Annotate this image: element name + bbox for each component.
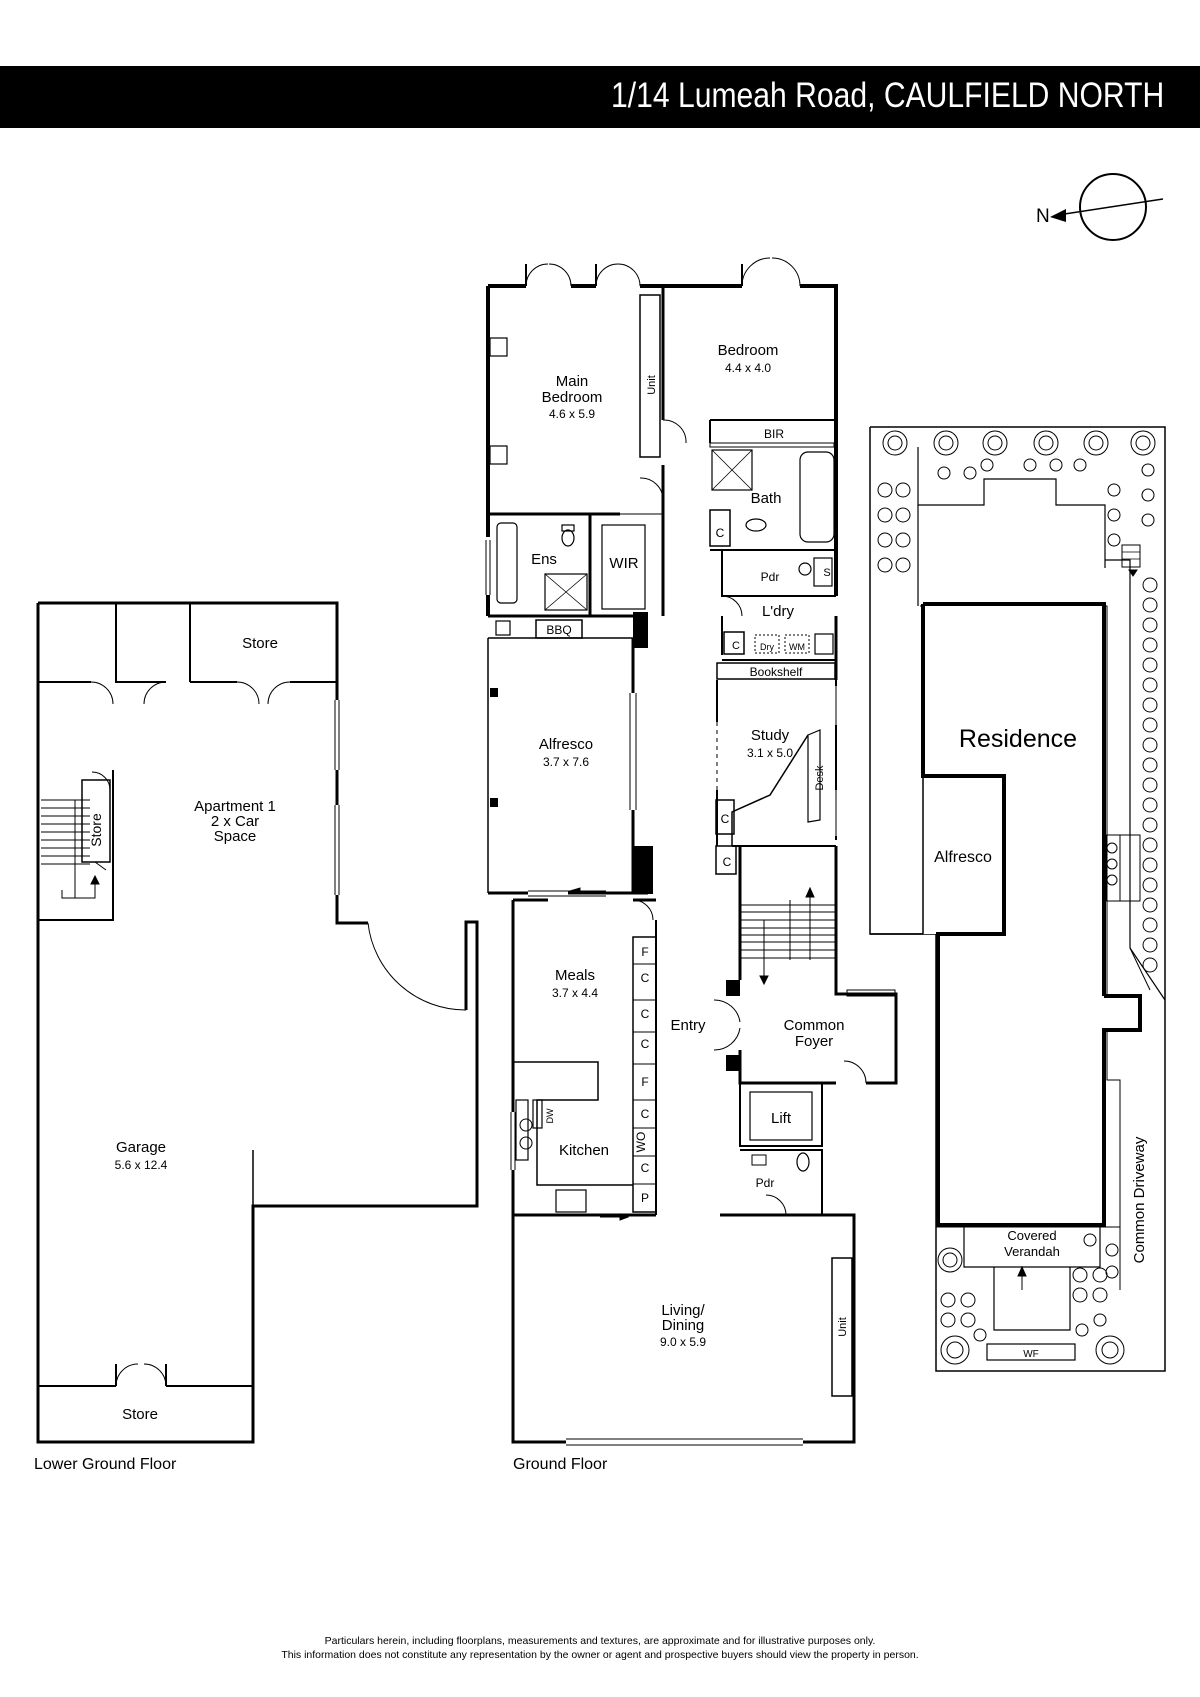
site-alfresco-label: Alfresco — [934, 849, 992, 866]
living-label-1: Living/ — [661, 1302, 705, 1319]
wf-label: WF — [1023, 1349, 1039, 1360]
title-bar: 1/14 Lumeah Road, CAULFIELD NORTH — [0, 66, 1200, 128]
cupboard-label: C — [641, 1007, 650, 1021]
cupboard-label: F — [641, 1075, 648, 1089]
bedroom-dims: 4.4 x 4.0 — [725, 361, 771, 375]
store-stair-label: Store — [88, 813, 104, 847]
disclaimer-line-1: Particulars herein, including floorplans… — [324, 1635, 876, 1647]
main-bedroom-dims: 4.6 x 5.9 — [549, 407, 595, 421]
kitchen-label: Kitchen — [559, 1142, 609, 1159]
s-label: S — [823, 567, 830, 579]
entry-label: Entry — [670, 1017, 706, 1034]
powder-room-top-label: Pdr — [761, 570, 780, 584]
page-title: 1/14 Lumeah Road, CAULFIELD NORTH — [610, 76, 1164, 115]
covered-verandah-label-2: Verandah — [1004, 1244, 1060, 1259]
living-dims: 9.0 x 5.9 — [660, 1335, 706, 1349]
study-cupboard-label: C — [721, 812, 730, 826]
unit-top-label: Unit — [646, 375, 658, 395]
cupboard-label: C — [641, 971, 650, 985]
dishwasher-label: DW — [545, 1108, 555, 1123]
bedroom-label: Bedroom — [718, 342, 779, 359]
cupboard-label: WO — [634, 1132, 648, 1153]
covered-verandah-label-1: Covered — [1007, 1228, 1056, 1243]
bath-cupboard-label: C — [716, 526, 725, 540]
powder-room-bottom-label: Pdr — [756, 1176, 775, 1190]
laundry-label: L'dry — [762, 603, 795, 620]
lower-ground-floor-plan — [36, 601, 479, 1444]
kitchen-cupboards: F C C C F C WO C P — [634, 945, 650, 1205]
disclaimer-line-2: This information does not constitute any… — [281, 1649, 919, 1661]
ensuite-label: Ens — [531, 551, 557, 568]
apartment-label-1: Apartment 1 — [194, 798, 276, 815]
bbq-label: BBQ — [546, 623, 571, 637]
apartment-label-3: Space — [214, 828, 257, 845]
garage-label: Garage — [116, 1139, 166, 1156]
meals-dims: 3.7 x 4.4 — [552, 986, 598, 1000]
north-compass: N — [1036, 173, 1164, 241]
cupboard-label: C — [641, 1161, 650, 1175]
cupboard-label: C — [641, 1107, 650, 1121]
unit-bottom-label: Unit — [837, 1317, 849, 1337]
disclaimer: Particulars herein, including floorplans… — [0, 1634, 1200, 1662]
north-label: N — [1036, 206, 1050, 227]
garden-shrubs — [877, 430, 1158, 1365]
common-driveway-label: Common Driveway — [1131, 1136, 1148, 1263]
desk-label: Desk — [814, 765, 826, 791]
main-bedroom-label-1: Main — [556, 373, 589, 390]
wir-label: WIR — [609, 555, 638, 572]
common-foyer-label-1: Common — [784, 1017, 845, 1034]
garage-dims: 5.6 x 12.4 — [115, 1158, 168, 1172]
bir-label: BIR — [764, 427, 784, 441]
alfresco-dims: 3.7 x 7.6 — [543, 755, 589, 769]
study-dims: 3.1 x 5.0 — [747, 746, 793, 760]
ground-floor-plan — [485, 257, 898, 1446]
main-bedroom-label-2: Bedroom — [542, 389, 603, 406]
store-bottom-label: Store — [122, 1406, 158, 1423]
store-top-label: Store — [242, 635, 278, 652]
room-labels: Main Bedroom 4.6 x 5.9 Unit Bedroom 4.4 … — [88, 342, 1148, 1423]
meals-label: Meals — [555, 967, 595, 984]
bath-label: Bath — [751, 490, 782, 507]
cupboard-label: P — [641, 1191, 649, 1205]
bookshelf-label: Bookshelf — [750, 665, 803, 679]
dryer-label: Dry — [760, 642, 774, 652]
site-plan — [869, 426, 1166, 1372]
washing-machine-label: WM — [789, 642, 805, 652]
lower-ground-floor-label: Lower Ground Floor — [34, 1456, 177, 1473]
alfresco-label: Alfresco — [539, 736, 593, 753]
floor-labels: Lower Ground Floor Ground Floor — [34, 1456, 608, 1473]
residence-label: Residence — [959, 725, 1077, 753]
laundry-cupboard-label: C — [732, 640, 740, 652]
ground-floor-label: Ground Floor — [513, 1456, 608, 1473]
living-label-2: Dining — [662, 1317, 705, 1334]
study-label: Study — [751, 727, 790, 744]
lift-label: Lift — [771, 1110, 792, 1127]
cupboard-label: C — [641, 1037, 650, 1051]
common-foyer-label-2: Foyer — [795, 1033, 833, 1050]
stair-cupboard-label: C — [723, 855, 732, 869]
apartment-label-2: 2 x Car — [211, 813, 259, 830]
cupboard-label: F — [641, 945, 648, 959]
